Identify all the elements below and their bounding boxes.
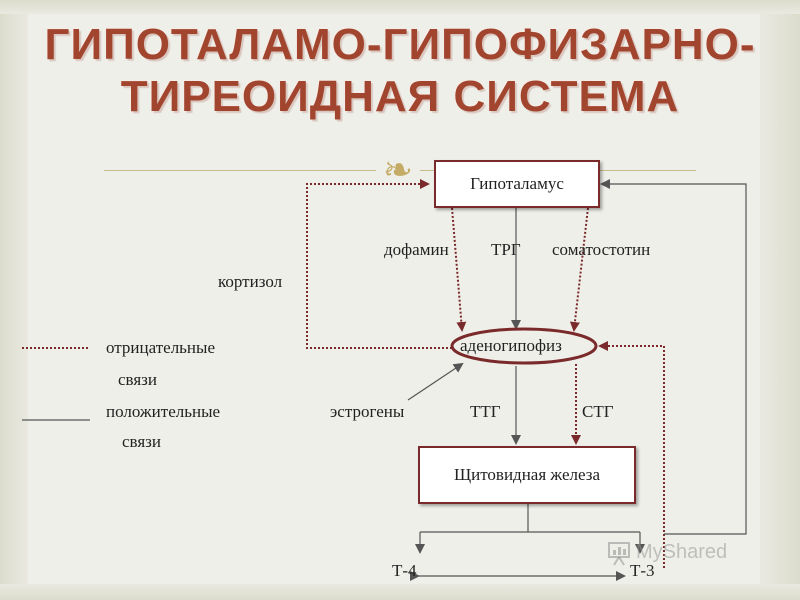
thyroid-box: Щитовидная железа: [418, 446, 636, 504]
dopamine-label: дофамин: [384, 240, 449, 259]
slide-frame-top: [0, 0, 800, 14]
myshared-watermark: MyShared: [606, 538, 762, 568]
t4-label: Т-4: [392, 561, 417, 580]
slide-title-line-2: ТИРЕОИДНАЯ СИСТЕМА: [120, 72, 680, 121]
presentation-board-icon: [608, 542, 630, 566]
estrogens-label: эстрогены: [330, 402, 405, 421]
legend-negative-label-2: связи: [118, 370, 157, 389]
thyroid-label: Щитовидная железа: [453, 465, 600, 484]
legend-positive-label-1: положительные: [106, 402, 221, 421]
somatostatin-label: соматостотин: [552, 240, 651, 259]
estrogens-arrow: [407, 362, 464, 401]
slide-frame-bottom: [0, 584, 800, 600]
dopamine-arrow: [451, 207, 467, 332]
trg-label: ТРГ: [491, 240, 521, 259]
t3-feedback-to-hypothalamus: [600, 179, 747, 535]
t3-feedback-to-adenohypophysis: [598, 341, 665, 568]
watermark-text: MyShared: [636, 541, 728, 563]
cortisol-label: кортизол: [218, 272, 283, 291]
hypothalamus-label: Гипоталамус: [470, 174, 564, 193]
slide-frame-right: [760, 0, 800, 600]
somatostatin-arrow: [569, 207, 589, 332]
hypothalamus-box: Гипоталамус: [434, 160, 600, 208]
adenohypophysis-ellipse: [450, 327, 598, 365]
legend-positive-label-2: связи: [122, 432, 161, 451]
slide-title-line-1: ГИПОТАЛАМО-ГИПОФИЗАРНО-: [44, 20, 756, 69]
adenohypophysis-label: аденогипофиз: [460, 336, 562, 355]
slide-frame-left: [0, 0, 28, 600]
stg-label: СТГ: [582, 402, 614, 421]
ttg-label: ТТГ: [470, 402, 501, 421]
legend-negative-label-1: отрицательные: [106, 338, 215, 357]
cortisol-feedback-line: [306, 179, 452, 349]
t3-label: Т-3: [630, 561, 655, 580]
